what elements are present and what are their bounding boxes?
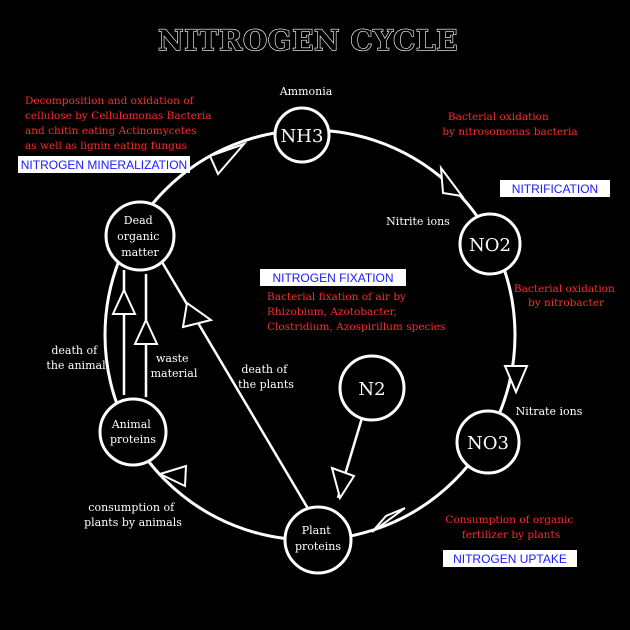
- nitrogen-gas-node: N2: [338, 354, 406, 422]
- animal-proteins-label: Animal proteins: [110, 418, 156, 446]
- animal-proteins-node: Animal proteins: [98, 397, 168, 467]
- consumption-of-plants-label: consumption of plants by animals: [84, 501, 182, 529]
- arrow-to-nitrate: [503, 365, 529, 395]
- nitrosomonas-note: Bacterial oxidation by nitrosomonas bact…: [442, 111, 577, 138]
- waste-material-label: waste material: [151, 352, 198, 380]
- dead-organic-matter-label: Dead organic matter: [117, 214, 163, 259]
- svg-text:NITROGEN UPTAKE: NITROGEN UPTAKE: [453, 552, 567, 566]
- death-of-plants-label: death of the plants: [238, 363, 294, 391]
- nitrite-node: NO2: [458, 212, 522, 276]
- ammonia-label: Ammonia: [279, 85, 333, 98]
- mineralization-heading: NITROGEN MINERALIZATION: [18, 156, 190, 173]
- diagram-title: NITROGEN CYCLE: [158, 24, 458, 57]
- arrow-fixation: [330, 466, 356, 501]
- svg-text:NITRIFICATION: NITRIFICATION: [512, 182, 598, 196]
- nitrobacter-note: Bacterial oxidation by nitrobacter: [514, 283, 618, 309]
- arrow-to-plant-proteins: [371, 507, 406, 533]
- plant-proteins-label: Plant proteins: [295, 524, 341, 553]
- nitrification-heading: NITRIFICATION: [500, 180, 610, 197]
- nitrogen-gas-formula: N2: [358, 379, 385, 400]
- nitrite-ions-label: Nitrite ions: [386, 215, 450, 228]
- arrow-death-of-animal: [111, 287, 137, 315]
- arrow-to-animal-proteins: [157, 464, 188, 488]
- arrow-waste-material: [133, 317, 159, 345]
- arrow-to-ammonia: [208, 141, 248, 176]
- fixation-heading: NITROGEN FIXATION: [260, 269, 406, 286]
- nitrate-node: NO3: [455, 409, 521, 475]
- arrow-death-of-plants: [181, 301, 214, 329]
- dead-organic-matter-node: Dead organic matter: [104, 200, 176, 272]
- nitrate-ions-label: Nitrate ions: [516, 405, 583, 418]
- uptake-heading: NITROGEN UPTAKE: [443, 550, 577, 567]
- svg-text:NITROGEN FIXATION: NITROGEN FIXATION: [272, 271, 393, 285]
- arrow-to-nitrite: [439, 164, 465, 198]
- fixation-note: Bacterial fixation of air by Rhizobium, …: [267, 291, 445, 333]
- ammonia-formula: NH3: [281, 126, 324, 147]
- nitrate-formula: NO3: [467, 433, 509, 454]
- plant-proteins-node: Plant proteins: [283, 505, 353, 575]
- ammonia-node: NH3: [273, 106, 331, 164]
- svg-text:NITROGEN MINERALIZATION: NITROGEN MINERALIZATION: [21, 158, 187, 172]
- uptake-note: Consumption of organic fertilizer by pla…: [445, 514, 576, 541]
- death-of-animal-label: death of the animal: [46, 344, 106, 372]
- nitrite-formula: NO2: [469, 235, 511, 256]
- decomposition-note: Decomposition and oxidation of cellulose…: [25, 95, 215, 152]
